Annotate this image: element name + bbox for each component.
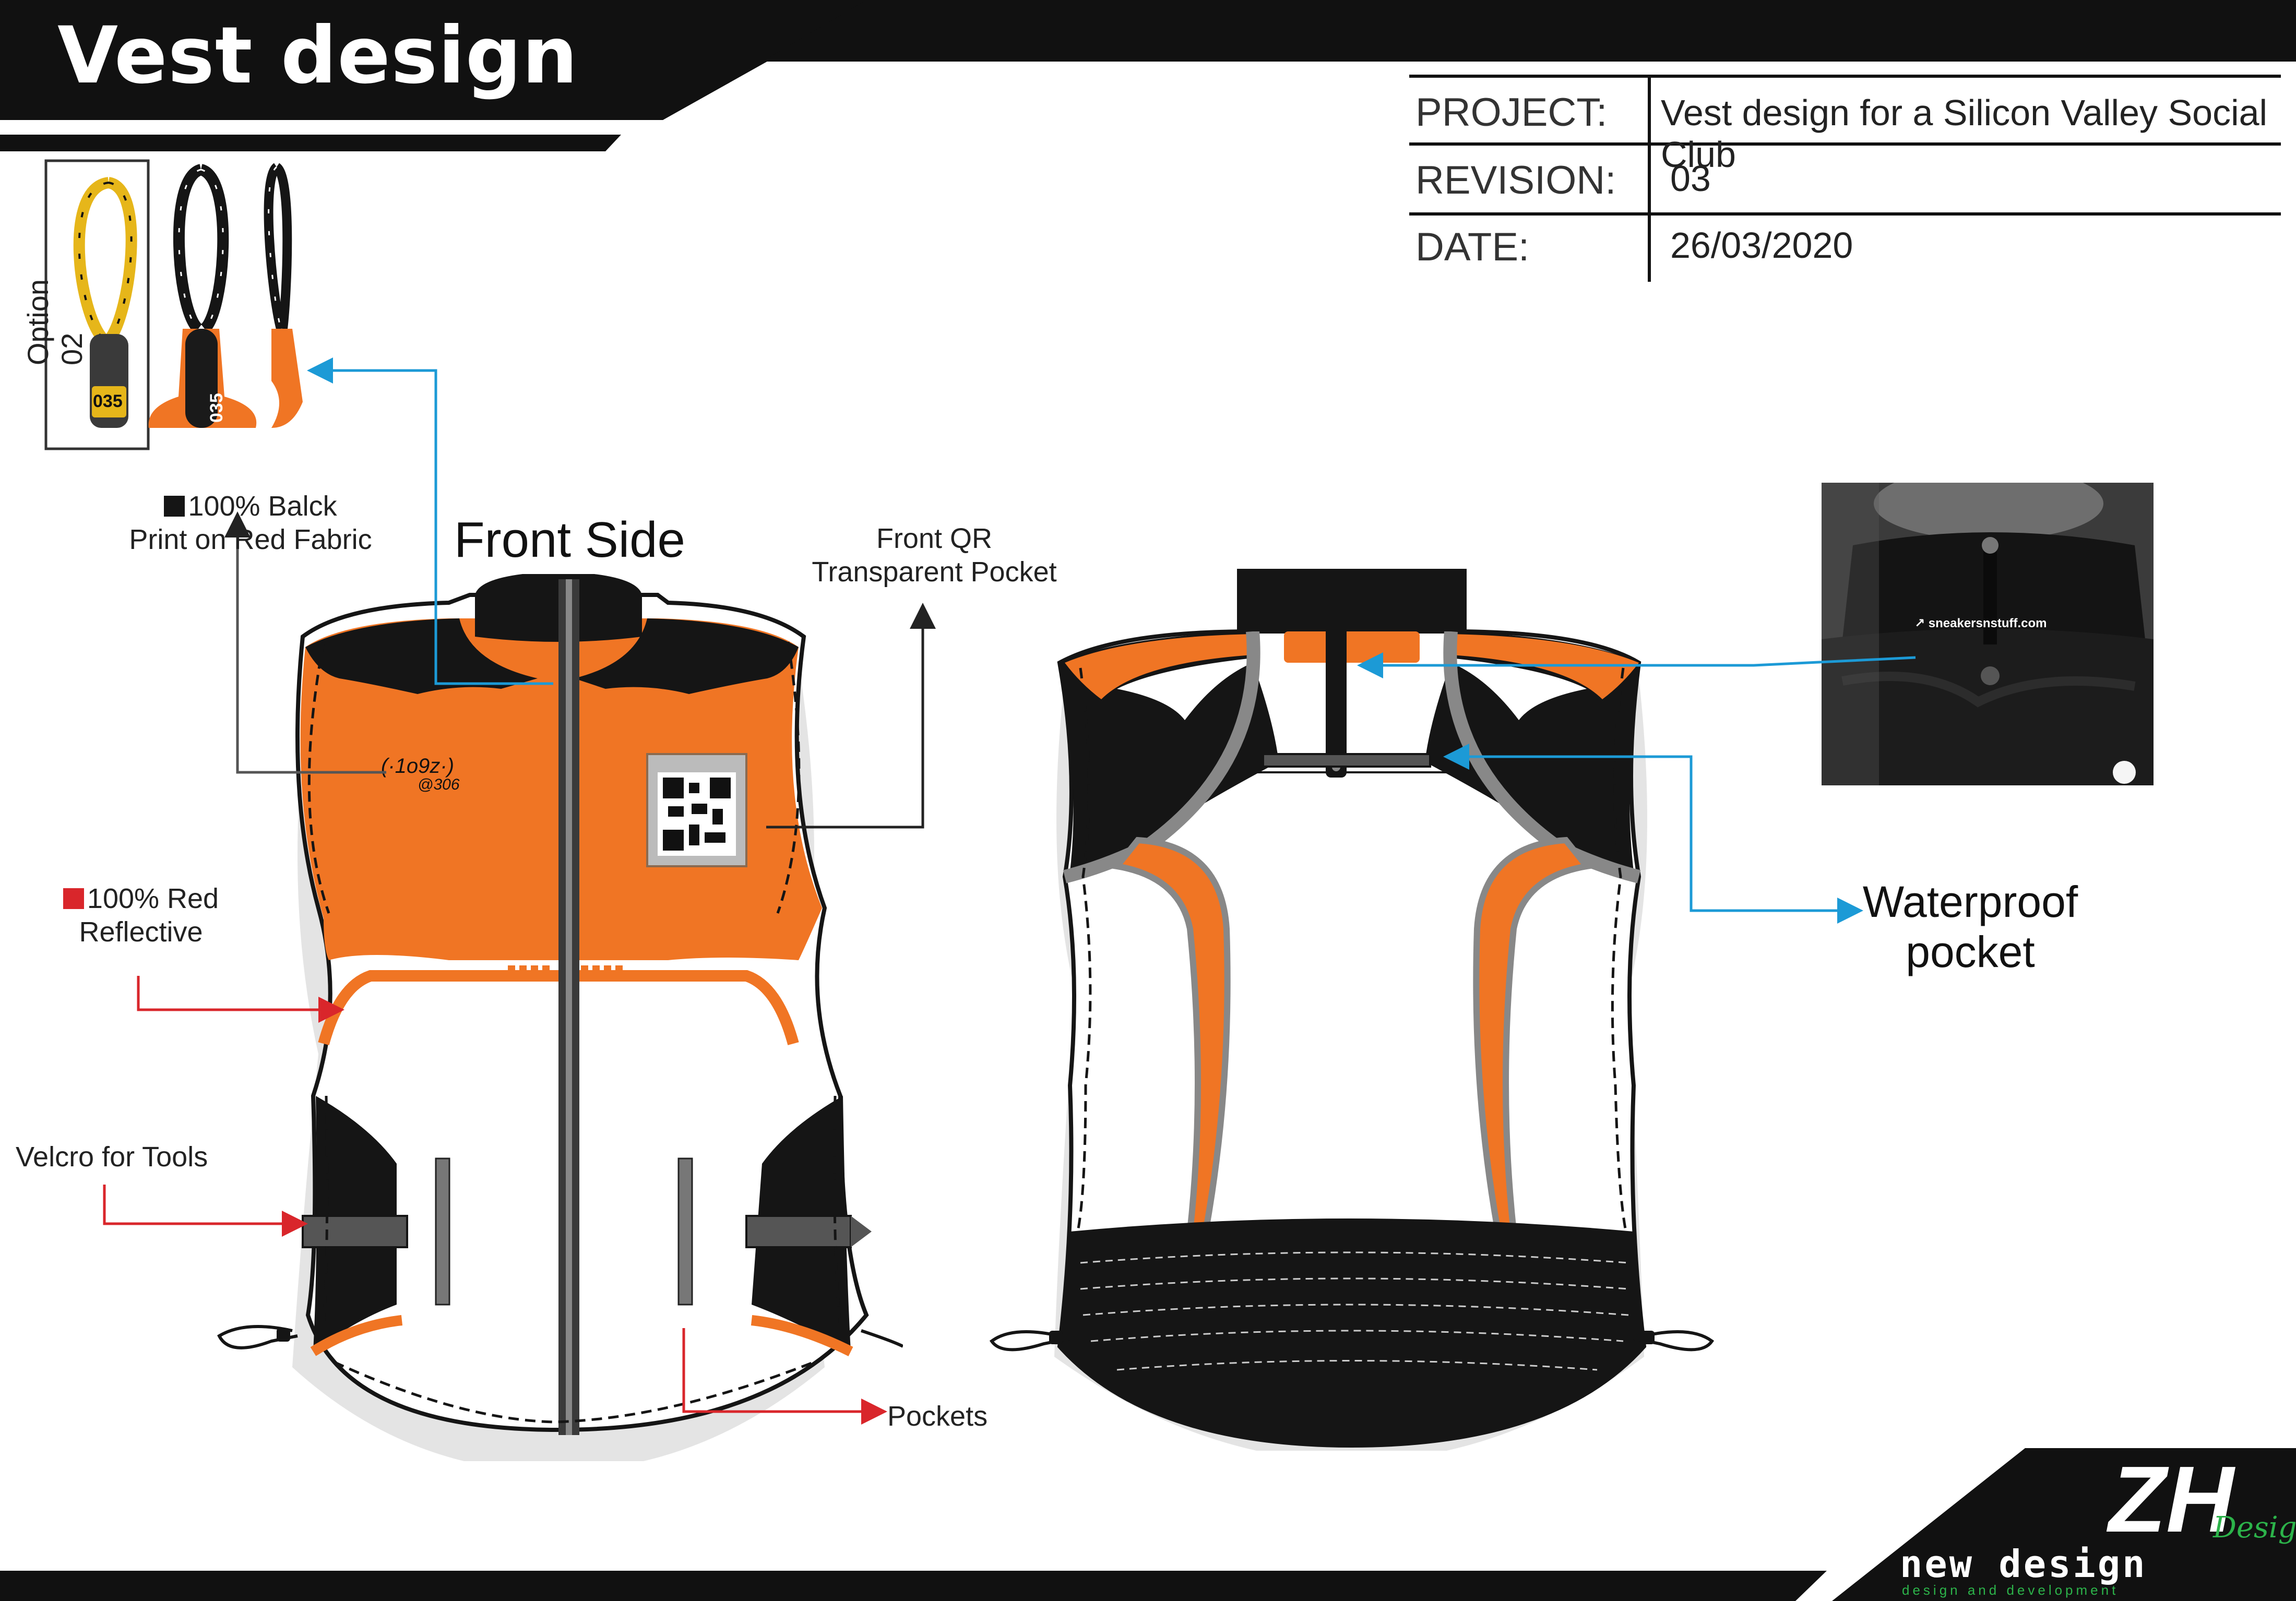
bottom-right-corner — [1832, 1448, 2296, 1601]
project-label: PROJECT: — [1415, 90, 1608, 135]
red-reflective-line1: 100% Red — [87, 883, 219, 914]
pockets-label: Pockets — [887, 1401, 988, 1432]
chest-logo-line1: (·1o9z·) — [381, 755, 455, 778]
page-title: Vest design — [57, 10, 578, 101]
yellow-cord — [73, 177, 137, 343]
front-qr-line1: Front QR — [876, 523, 993, 554]
front-side-label: Front Side — [454, 512, 685, 568]
front-qr-callout: Front QR Transparent Pocket — [793, 522, 1075, 589]
brand-tagline: design and development — [1902, 1582, 2119, 1598]
front-qr-line2: Transparent Pocket — [812, 556, 1057, 588]
waterproof-line1: Waterproof — [1862, 877, 2078, 926]
title-banner-stripe — [0, 135, 621, 151]
side-cord — [264, 163, 292, 330]
back-waistband — [1060, 1218, 1644, 1445]
black-swatch — [164, 496, 185, 517]
top-right-bar — [762, 0, 2296, 62]
back-waterproof-pocket — [1262, 753, 1431, 768]
revision-label: REVISION: — [1415, 158, 1616, 202]
date-value: 26/03/2020 — [1670, 225, 1853, 266]
front-vest-illustration — [217, 574, 903, 1461]
waterproof-callout: Waterproof pocket — [1853, 877, 2088, 977]
chest-logo-line2: @306 — [418, 776, 460, 793]
black-print-line2: Print on Red Fabric — [129, 524, 372, 555]
zipper-pullers-illustration — [44, 159, 303, 450]
puller-number-yellow: 035 — [93, 391, 123, 411]
brand-logo-mark: ZH — [2109, 1447, 2234, 1552]
info-table-lines — [1409, 75, 2281, 282]
bottom-left-bar — [0, 1571, 1827, 1601]
revision-value: 03 — [1670, 158, 1711, 199]
back-collar — [1237, 569, 1467, 631]
red-reflective-callout: 100% Red Reflective — [42, 882, 240, 949]
photo-caption: ↗ sneakersnstuff.com — [1914, 616, 2047, 630]
red-swatch — [63, 888, 84, 909]
date-label: DATE: — [1415, 225, 1530, 269]
brand-name: new design — [1900, 1542, 2147, 1586]
black-print-line1: 100% Balck — [188, 491, 337, 522]
red-reflective-line2: Reflective — [79, 916, 203, 948]
velcro-label: Velcro for Tools — [16, 1141, 208, 1173]
chest-logo: (·1o9z·) @306 — [381, 755, 460, 794]
project-value: Vest design for a Silicon Valley Social … — [1661, 92, 2268, 175]
title-banner — [0, 0, 877, 120]
black-print-callout: 100% Balck Print on Red Fabric — [110, 489, 391, 556]
reference-photo — [1822, 483, 2154, 785]
waterproof-line2: pocket — [1906, 927, 2035, 976]
